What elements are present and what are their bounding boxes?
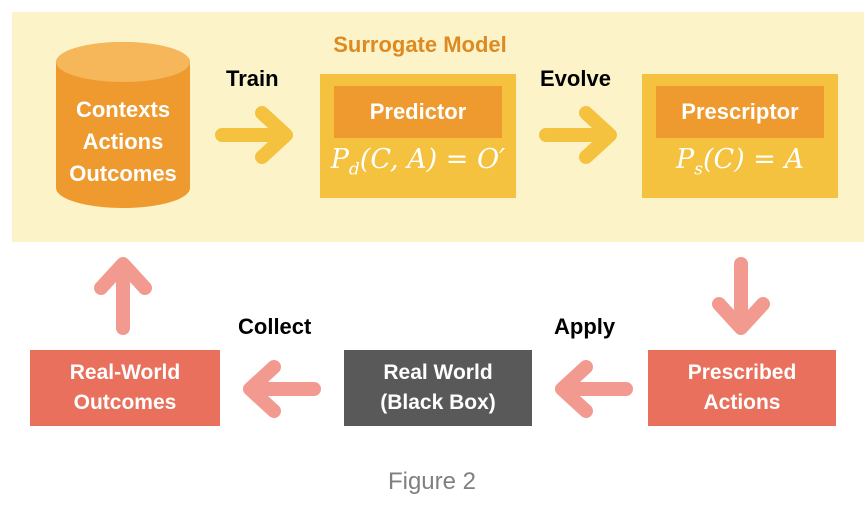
figure-caption: Figure 2: [387, 468, 477, 495]
database-line-outcomes: Outcomes: [69, 161, 177, 186]
collect-label: Collect: [238, 314, 312, 339]
train-label: Train: [226, 66, 279, 91]
down-arrow-icon: [712, 257, 770, 335]
train-arrow-icon: [215, 106, 293, 164]
predictor-label: Predictor: [334, 86, 502, 138]
database-line-actions: Actions: [82, 129, 164, 154]
prescriptor-label: Prescriptor: [656, 86, 824, 138]
real-world-line-2: (Black Box): [380, 391, 496, 414]
outcomes-line-1: Real-World: [69, 361, 181, 384]
real-world-outcomes-box: Real-World Outcomes: [30, 350, 220, 426]
database-line-contexts: Contexts: [75, 97, 171, 122]
database-label: Contexts Actions Outcomes: [56, 94, 190, 190]
real-world-line-1: Real World: [383, 361, 493, 384]
prescriptor-formula: Ps(C) = A: [676, 144, 804, 180]
up-arrow-icon: [94, 257, 152, 335]
prescribed-line-2: Actions: [703, 391, 781, 414]
evolve-arrow-icon: [539, 106, 617, 164]
outcomes-line-2: Outcomes: [73, 391, 177, 414]
prescribed-line-1: Prescribed: [687, 361, 797, 384]
apply-label: Apply: [554, 314, 616, 339]
surrogate-model-title: Surrogate Model: [333, 32, 507, 57]
collect-arrow-icon: [243, 360, 321, 418]
real-world-black-box: Real World (Black Box): [344, 350, 532, 426]
apply-arrow-icon: [555, 360, 633, 418]
database-cylinder-icon: [56, 42, 190, 208]
evolve-label: Evolve: [540, 66, 611, 91]
prescribed-actions-box: Prescribed Actions: [648, 350, 836, 426]
predictor-formula: Pd(C, A) = O′: [330, 144, 506, 180]
